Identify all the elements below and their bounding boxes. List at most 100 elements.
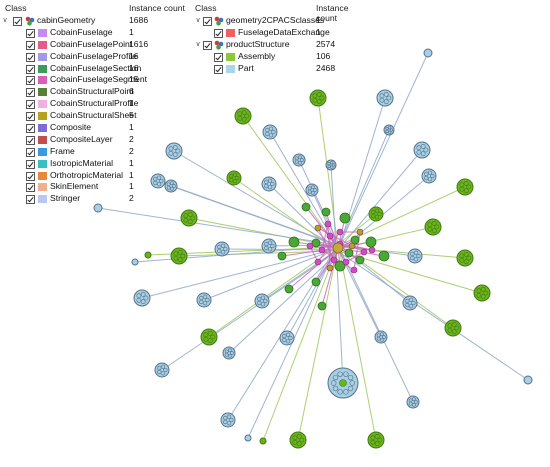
part-node [383, 124, 395, 136]
class-color-swatch [38, 183, 47, 192]
tree-label: OrthotropicMaterial [50, 169, 124, 180]
checkbox[interactable] [203, 17, 212, 26]
checkbox[interactable] [214, 28, 223, 38]
checkbox[interactable] [214, 52, 223, 62]
part-node [222, 346, 236, 360]
part-node [292, 153, 306, 167]
checkbox[interactable] [26, 112, 35, 122]
checkbox[interactable] [26, 52, 35, 62]
class-color-swatch [38, 147, 47, 156]
tree-row-stringer[interactable]: Stringer 2 [0, 193, 190, 205]
assembly-node [259, 437, 267, 445]
tree-row-cabin-geometry[interactable]: ∨ cabinGeometry 1686 [0, 15, 190, 27]
tree-label: FuselageDataExchange [238, 26, 330, 37]
part-node [154, 362, 170, 378]
checkbox[interactable] [26, 100, 35, 110]
part-node [327, 367, 359, 399]
column-header-instance-count[interactable]: Instance count [129, 3, 185, 13]
fuselage-node [348, 242, 356, 250]
chevron-down-icon[interactable]: ∨ [195, 17, 201, 24]
chevron-down-icon[interactable]: ∨ [2, 17, 8, 24]
column-header-class[interactable]: Class [5, 3, 27, 13]
part-node [423, 48, 433, 58]
assembly-node [456, 178, 474, 196]
tree-label: IsotropicMaterial [50, 157, 114, 168]
checkbox[interactable] [26, 159, 35, 169]
chevron-down-icon[interactable]: ∨ [195, 40, 201, 48]
part-node [93, 203, 103, 213]
column-header-class[interactable]: Class [195, 3, 217, 13]
instance-count: 1 [316, 15, 321, 25]
assembly-node [344, 248, 354, 258]
checkbox[interactable] [26, 135, 35, 145]
assembly-node [368, 206, 384, 222]
instance-count: 1616 [129, 38, 149, 49]
fuselage-node [350, 266, 358, 274]
checkbox[interactable] [26, 124, 35, 134]
part-node [523, 375, 533, 385]
checkbox[interactable] [26, 64, 35, 74]
instance-count: 2 [129, 145, 134, 156]
assembly-node [226, 170, 242, 186]
class-color-swatch [38, 135, 47, 144]
checkbox[interactable] [26, 88, 35, 98]
part-node [254, 293, 270, 309]
part-node [262, 124, 278, 140]
fuselage-node [326, 264, 334, 272]
checkbox[interactable] [26, 183, 35, 193]
class-color-swatch [38, 112, 47, 121]
tree-label: Composite [50, 122, 92, 133]
class-color-swatch [38, 28, 47, 37]
checkbox[interactable] [26, 40, 35, 50]
checkbox[interactable] [214, 64, 223, 74]
class-color-swatch [226, 52, 235, 61]
assembly-node [289, 431, 307, 449]
instance-count: 1 [129, 169, 134, 180]
checkbox[interactable] [26, 28, 35, 38]
part-node [407, 248, 423, 264]
package-icon [25, 16, 35, 26]
checkbox[interactable] [26, 171, 35, 181]
fuselage-node [326, 232, 334, 240]
part-node [214, 241, 230, 257]
tree-label: Part [238, 62, 254, 73]
checkbox[interactable] [26, 195, 35, 205]
part-node [325, 159, 337, 171]
tree-label: Stringer [50, 193, 81, 204]
assembly-node [321, 207, 331, 217]
assembly-node [334, 260, 346, 272]
instance-count: 16 [129, 50, 139, 61]
class-color-swatch [38, 124, 47, 133]
tree-label: cabinGeometry [37, 15, 96, 25]
part-node [421, 168, 437, 184]
column-header-instance-count[interactable]: Instance count [316, 3, 349, 23]
checkbox[interactable] [26, 76, 35, 86]
checkbox[interactable] [13, 17, 22, 26]
checkbox[interactable] [203, 40, 212, 50]
tree-row-orthotropic-material[interactable]: OrthotropicMaterial 1 [0, 170, 190, 182]
checkbox[interactable] [26, 147, 35, 157]
class-tree-panel-left: Class Instance count ∨ cabinGeometry 168… [0, 0, 190, 205]
fuselage-node [324, 220, 332, 228]
fuselage-node [368, 246, 376, 254]
instance-count: 2 [129, 193, 134, 204]
